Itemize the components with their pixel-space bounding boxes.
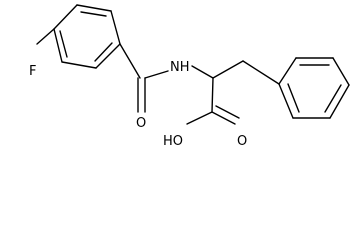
ring2-bond-1 [278, 83, 294, 119]
fluorophenyl-ring: F [29, 4, 121, 79]
ring1-bond-5 [53, 28, 63, 63]
ring2-bond-6 [278, 57, 297, 85]
amide-nh-label: NH [170, 60, 190, 75]
ring1-double-1 [80, 11, 107, 17]
chemical-structure-diagram: F O NH HO O [29, 4, 350, 149]
amide-oxygen-label: O [136, 116, 146, 131]
carboxylic-acid-group: HO O [163, 77, 247, 149]
ring1-bond-2 [110, 10, 121, 45]
nitrogen-to-alpha-carbon-bond [191, 65, 214, 79]
ring1-bond-3 [95, 43, 121, 69]
alpha-carbon-to-acid-carbon-bond [211, 77, 214, 113]
ring2-bond-3 [329, 84, 350, 119]
benzyl-side-chain [212, 60, 280, 85]
acid-oxygen-label: O [237, 134, 247, 149]
ring1-bond-6 [53, 4, 78, 30]
alpha-carbon-to-methylene-bond [212, 60, 244, 79]
acid-carbonyl-double-bond-b [215, 105, 240, 119]
acid-carbonyl-double-bond-a [211, 111, 236, 125]
ring2-double-2 [324, 84, 342, 113]
amide-group: O NH [119, 43, 214, 131]
ring2-double-1 [287, 83, 300, 113]
hydroxyl-label: HO [163, 134, 183, 149]
fluorine-atom-label: F [29, 64, 36, 79]
methylene-to-phenyl-bond [242, 60, 280, 85]
ring1-bond-4 [61, 61, 97, 69]
structure-canvas: F O NH HO O [29, 4, 350, 149]
ring-to-carbonyl-bond [119, 43, 141, 79]
phenyl-ring [278, 57, 350, 119]
ring1-double-3 [59, 30, 68, 58]
ring1-double-2 [94, 42, 113, 62]
carbonyl-to-nitrogen-bond [144, 70, 169, 79]
fluoro-bond [36, 28, 55, 45]
acid-carbon-to-hydroxyl-bond [186, 111, 213, 125]
ring1-bond-1 [76, 4, 112, 12]
ring2-bond-4 [332, 57, 350, 86]
